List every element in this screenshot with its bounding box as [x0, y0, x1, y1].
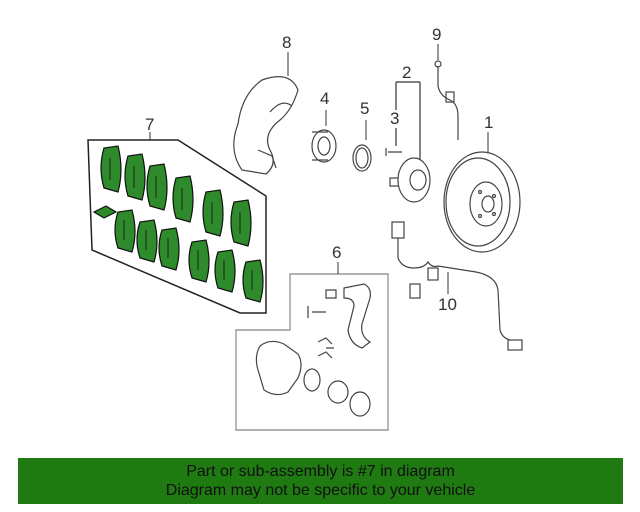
brake-rotor [443, 151, 521, 253]
dust-shield-group[interactable]: 8 [233, 33, 299, 175]
brake-pad [188, 239, 210, 283]
bearing-inner [317, 136, 331, 156]
piston-seal [303, 368, 321, 392]
caliper-body [255, 340, 302, 396]
brake-pad [100, 145, 122, 193]
pad-shim [92, 205, 118, 219]
brake-pad [242, 259, 264, 303]
brake-hose [437, 66, 459, 140]
guide-pin [307, 289, 337, 318]
brake-pad [202, 189, 224, 237]
wheel-hub [397, 157, 431, 203]
banner-line-1: Part or sub-assembly is #7 in diagram [186, 463, 455, 480]
sensor-head [391, 221, 405, 239]
parts-diagram: 7 8 4 5 2 3 9 [87, 25, 523, 431]
brake-rotor-group[interactable]: 1 [443, 113, 521, 253]
callout-10[interactable]: 10 [438, 295, 457, 314]
brake-pad [114, 209, 136, 253]
hub-group[interactable]: 2 3 [385, 63, 431, 203]
banner-line-2: Diagram may not be specific to your vehi… [165, 482, 476, 499]
dust-shield [233, 76, 299, 175]
caliper-piston [327, 380, 349, 404]
callout-3[interactable]: 3 [390, 109, 399, 128]
speed-sensor-group[interactable]: 10 [391, 221, 523, 351]
brake-pad [124, 153, 146, 201]
brake-pad [146, 163, 168, 211]
piston-boot [349, 391, 371, 417]
sensor-wire [397, 238, 511, 341]
callout-9[interactable]: 9 [432, 25, 441, 44]
caliper-box [235, 273, 389, 431]
info-banner: Part or sub-assembly is #7 in diagram Di… [18, 458, 623, 504]
wheel-bearing-group[interactable]: 4 [311, 89, 337, 163]
caliper-assembly-group[interactable]: 6 [235, 243, 389, 431]
pad-clip [317, 337, 334, 359]
callout-5[interactable]: 5 [360, 99, 369, 118]
callout-2[interactable]: 2 [402, 63, 411, 82]
brake-pad [214, 249, 236, 293]
snap-ring-group[interactable]: 5 [352, 99, 372, 172]
brake-pad [158, 227, 180, 271]
callout-1[interactable]: 1 [484, 113, 493, 132]
callout-4[interactable]: 4 [320, 89, 329, 108]
callout-8[interactable]: 8 [282, 33, 291, 52]
brake-pad [230, 199, 252, 247]
brake-pad-kit-group[interactable]: 7 [87, 115, 267, 314]
wheel-bolt [385, 148, 402, 156]
snap-ring [352, 144, 372, 172]
bearing-outer [311, 129, 337, 163]
brake-hose-group[interactable]: 9 [432, 25, 459, 140]
caliper-bracket [343, 283, 372, 349]
brake-pad [172, 175, 194, 223]
brake-pad [136, 219, 158, 263]
pad-kit-outline [87, 139, 267, 314]
callout-6[interactable]: 6 [332, 243, 341, 262]
callout-7[interactable]: 7 [145, 115, 154, 134]
